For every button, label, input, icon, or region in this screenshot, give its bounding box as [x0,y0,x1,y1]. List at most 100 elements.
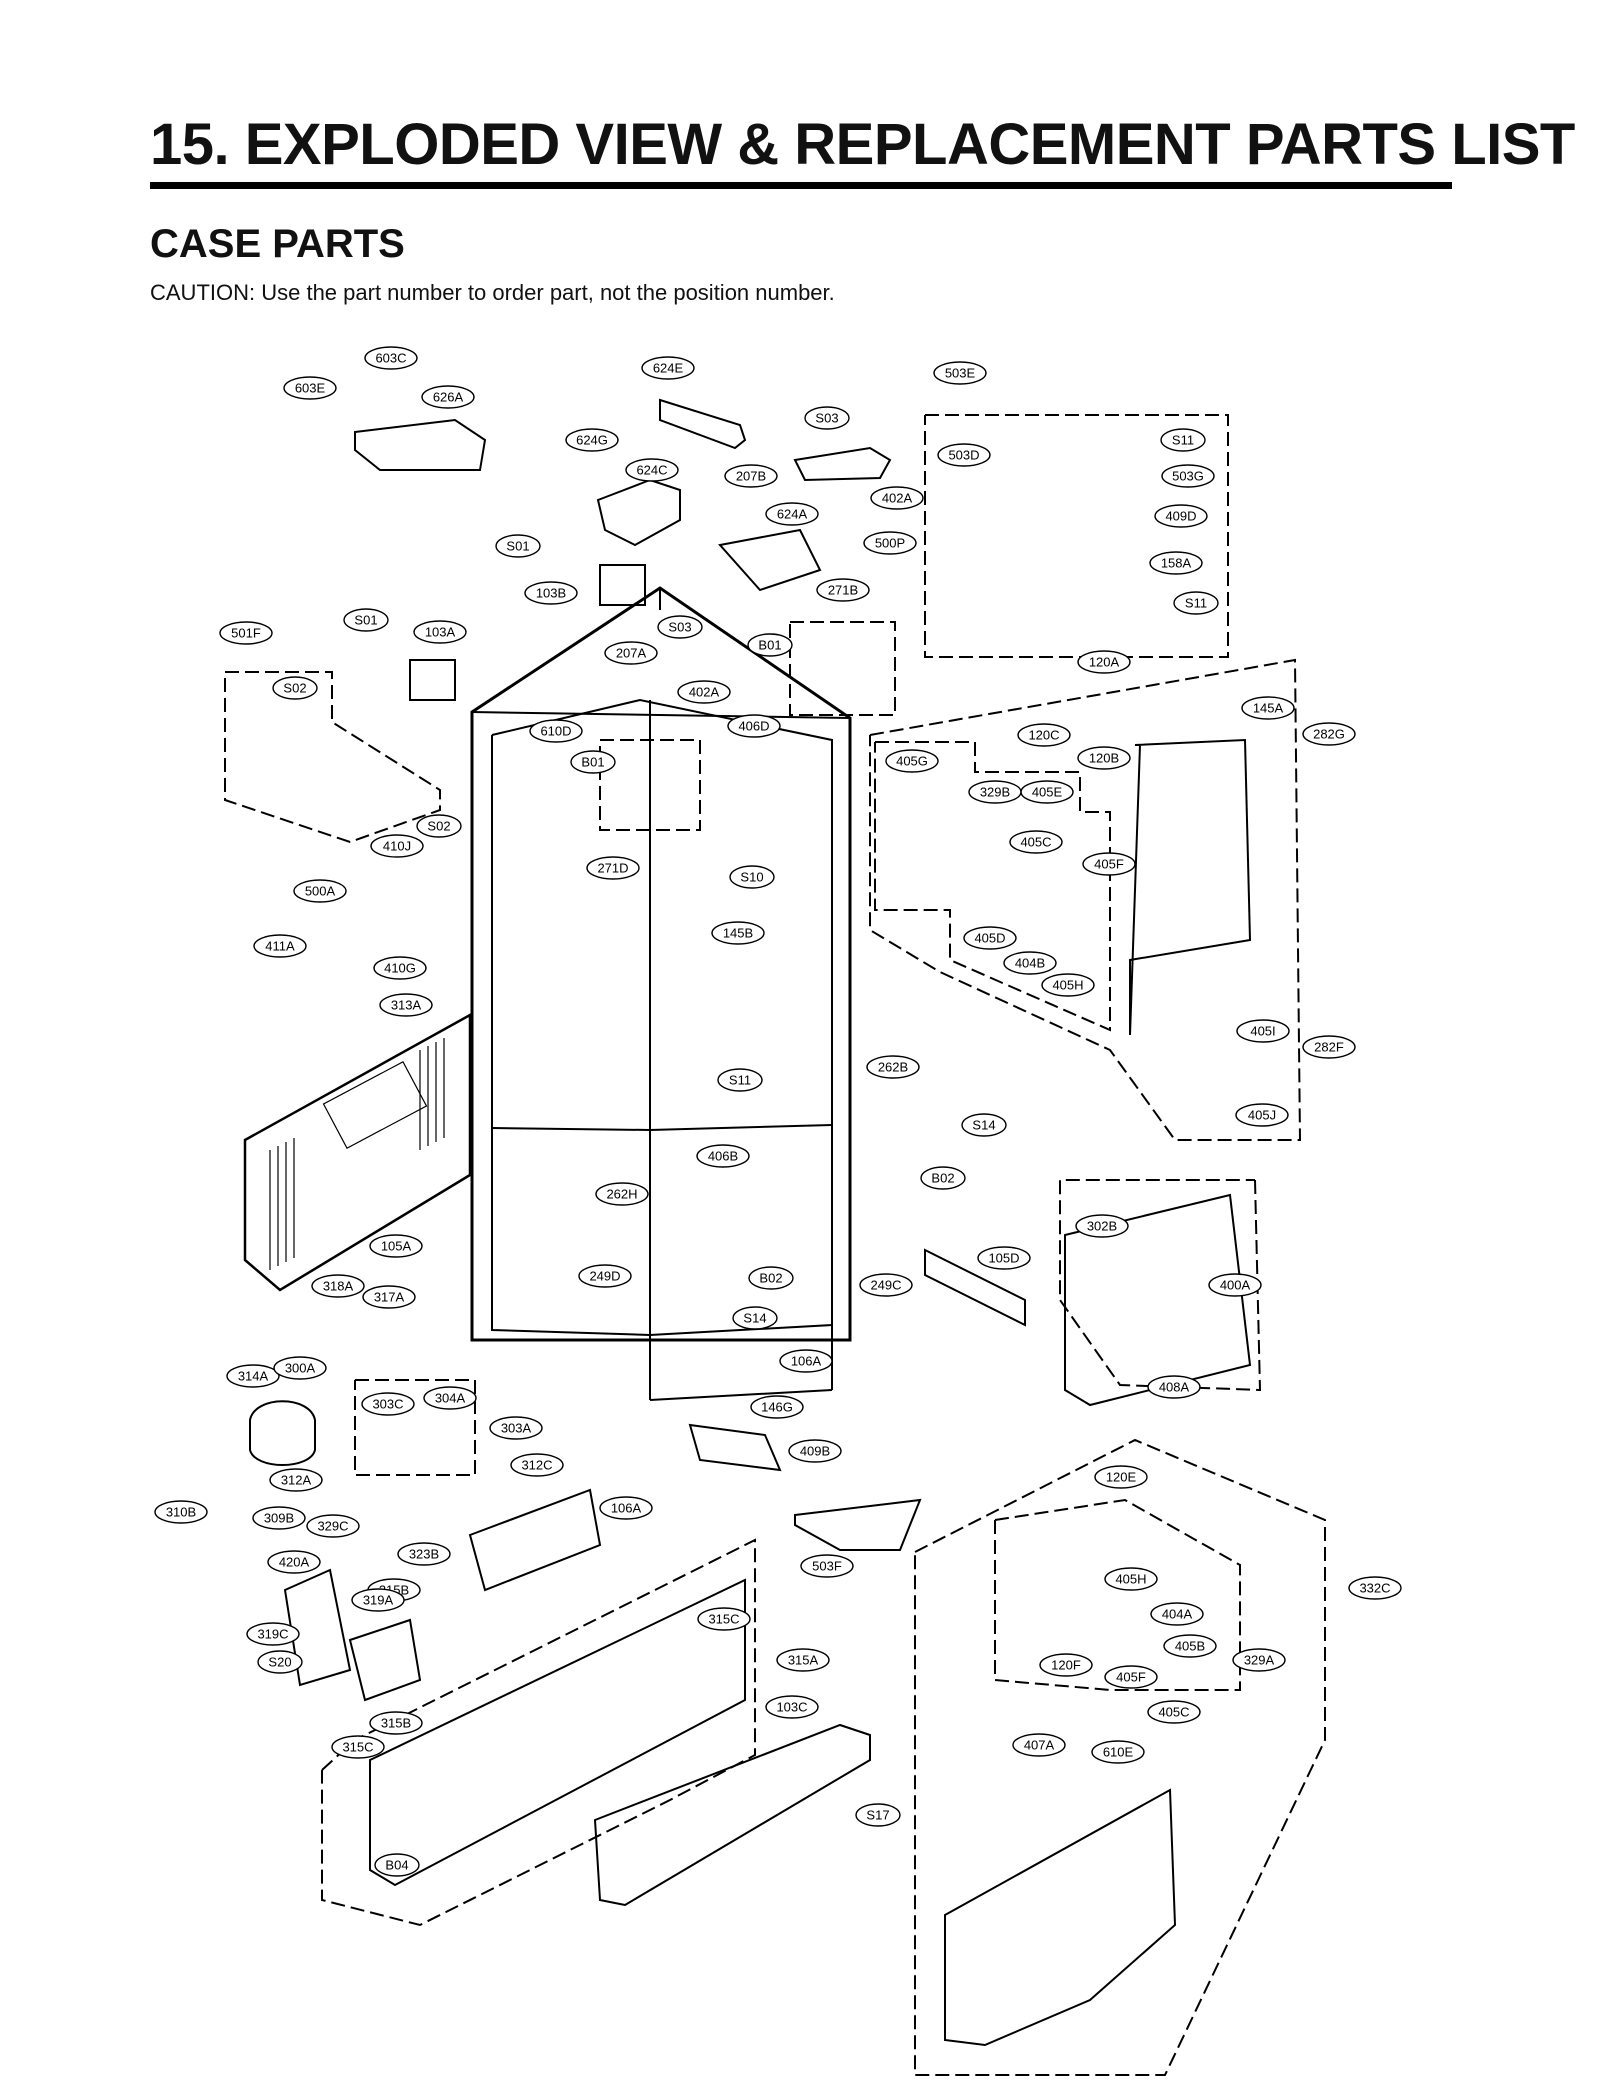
callout-s20: S20 [257,1650,303,1674]
callout-319a: 319A [351,1588,405,1612]
callout-label: 405H [1052,978,1083,993]
callout-315c: 315C [331,1735,385,1759]
callout-label: 329A [1244,1653,1275,1668]
callout-271b: 271B [816,578,870,602]
callout-label: 405H [1115,1572,1146,1587]
callout-label: 407A [1024,1738,1055,1753]
callout-label: 406D [738,719,769,734]
callout-s11: S11 [1160,428,1206,452]
callout-302b: 302B [1075,1214,1129,1238]
callout-label: 158A [1161,556,1192,571]
callout-label: 303A [501,1421,532,1436]
callout-label: 405D [974,931,1005,946]
callout-label: 310B [166,1505,196,1520]
callout-label: S02 [283,681,306,696]
callout-label: 271D [597,861,628,876]
callout-626a: 626A [421,385,475,409]
callout-319c: 319C [246,1622,300,1646]
callout-s14: S14 [732,1306,778,1330]
callout-label: 503G [1172,469,1204,484]
callout-label: 329C [317,1519,348,1534]
callout-120b: 120B [1077,746,1131,770]
callout-400a: 400A [1208,1273,1262,1297]
callout-603c: 603C [364,346,418,370]
callout-label: 249D [589,1269,620,1284]
callout-103b: 103B [524,581,578,605]
callout-603e: 603E [283,376,337,400]
callout-label: 409D [1165,509,1196,524]
callout-411a: 411A [253,934,307,958]
callout-label: 405B [1175,1639,1205,1654]
callout-label: 626A [433,390,464,405]
callout-s10: S10 [729,865,775,889]
callout-label: 410G [384,961,416,976]
callout-249c: 249C [859,1273,913,1297]
callout-106a: 106A [779,1349,833,1373]
callout-282g: 282G [1302,722,1356,746]
callout-label: 406B [708,1149,738,1164]
callout-405c: 405C [1009,830,1063,854]
callout-405d: 405D [963,926,1017,950]
callout-label: 624G [576,433,608,448]
callout-329c: 329C [306,1514,360,1538]
callout-146g: 146G [750,1395,804,1419]
callout-408a: 408A [1147,1375,1201,1399]
callout-s17: S17 [855,1803,901,1827]
callout-label: S11 [1185,596,1207,611]
callout-label: 500P [875,536,905,551]
callout-label: 610D [540,724,571,739]
callout-label: 405F [1094,857,1124,872]
callout-b01: B01 [570,750,616,774]
callout-label: 314A [238,1369,269,1384]
callout-label: S01 [354,613,377,628]
callout-label: 282G [1313,727,1345,742]
callout-405f: 405F [1082,852,1136,876]
callout-label: S03 [815,411,838,426]
callout-313a: 313A [379,993,433,1017]
callout-label: 420A [279,1555,310,1570]
callout-label: 207A [616,646,647,661]
callout-503e: 503E [933,361,987,385]
callout-label: 323B [409,1547,439,1562]
callout-label: 404A [1162,1607,1193,1622]
callout-312c: 312C [510,1453,564,1477]
callout-406b: 406B [696,1144,750,1168]
callout-label: 603E [295,381,326,396]
callout-105d: 105D [977,1246,1031,1270]
callout-624a: 624A [765,502,819,526]
callout-label: 405I [1250,1024,1275,1039]
callout-label: 146G [761,1400,793,1415]
callout-103c: 103C [765,1695,819,1719]
callout-405f: 405F [1104,1665,1158,1689]
callout-b01: B01 [747,633,793,657]
callout-label: 405C [1020,835,1051,850]
callout-103a: 103A [413,620,467,644]
callout-402a: 402A [677,680,731,704]
callout-label: 315C [342,1740,373,1755]
callout-label: 120C [1028,728,1059,743]
callout-500a: 500A [293,879,347,903]
callout-label: 503F [812,1559,842,1574]
callout-s01: S01 [495,534,541,558]
callout-410j: 410J [370,834,424,858]
callout-405c: 405C [1147,1700,1201,1724]
callout-404a: 404A [1150,1602,1204,1626]
callout-label: B02 [931,1171,954,1186]
callout-label: 603C [375,351,406,366]
callout-405i: 405I [1236,1019,1290,1043]
callout-label: S01 [506,539,529,554]
callout-label: S14 [972,1118,995,1133]
callout-503d: 503D [937,443,991,467]
callout-label: 408A [1159,1380,1190,1395]
callout-label: 402A [882,491,913,506]
callout-158a: 158A [1149,551,1203,575]
callout-315a: 315A [776,1648,830,1672]
callout-b02: B02 [748,1266,794,1290]
callout-s01: S01 [343,608,389,632]
callout-b02: B02 [920,1166,966,1190]
callout-249d: 249D [578,1264,632,1288]
callout-405h: 405H [1104,1567,1158,1591]
callout-300a: 300A [273,1356,327,1380]
callout-label: 610E [1103,1745,1134,1760]
